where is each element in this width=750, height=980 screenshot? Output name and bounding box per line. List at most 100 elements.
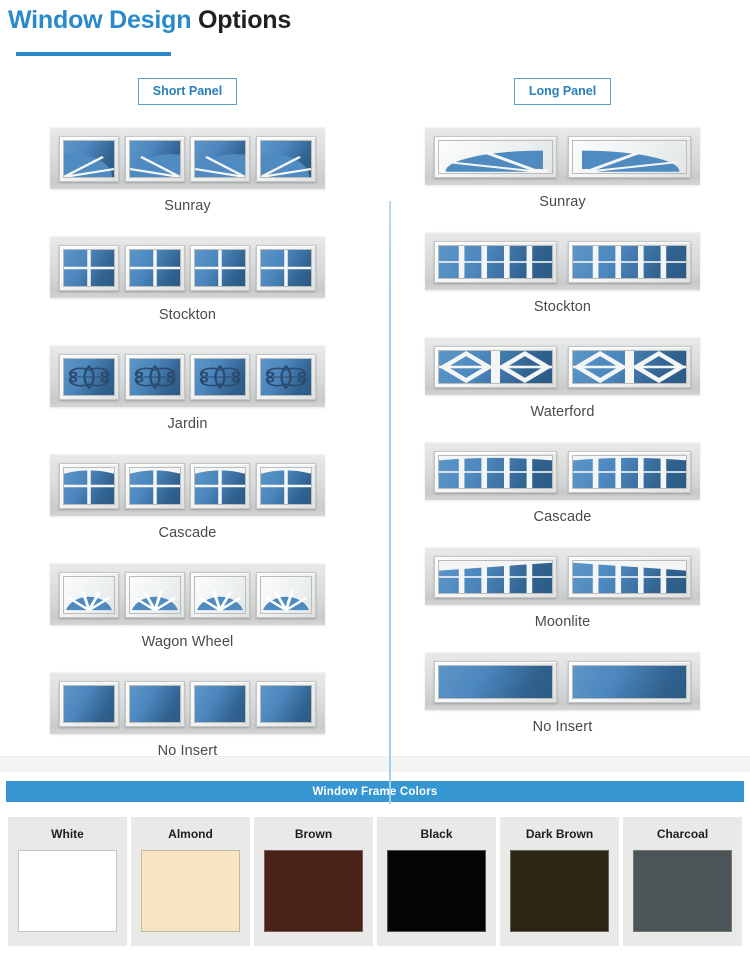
- window-pane: [568, 240, 691, 283]
- color-swatch-chip[interactable]: [264, 850, 363, 932]
- window-glass: [63, 575, 115, 614]
- design-label: No Insert: [157, 743, 218, 759]
- window-glass: [194, 684, 247, 723]
- door-panel-preview: [425, 442, 700, 500]
- color-swatch-label: Charcoal: [656, 827, 709, 841]
- design-option[interactable]: Cascade: [0, 454, 375, 541]
- window-pane: [124, 462, 185, 509]
- window-glass: [63, 139, 115, 178]
- window-glass: [128, 248, 181, 287]
- color-swatch-chip[interactable]: [18, 850, 117, 932]
- window-pane: [124, 571, 185, 618]
- design-option[interactable]: No Insert: [375, 652, 750, 735]
- window-pane: [124, 680, 185, 727]
- panel-header-short: Short Panel: [0, 78, 375, 105]
- color-swatch-cell[interactable]: Almond: [131, 817, 250, 946]
- page-header: Window Design Options: [0, 0, 750, 56]
- design-option[interactable]: Waterford: [375, 337, 750, 420]
- window-pane: [255, 571, 316, 618]
- window-glass: [259, 139, 312, 178]
- color-swatch-cell[interactable]: Brown: [254, 817, 373, 946]
- window-glass: [194, 466, 247, 505]
- design-label: Jardin: [167, 416, 208, 432]
- window-glass: [63, 466, 115, 505]
- page-title: Window Design Options: [8, 6, 750, 35]
- design-label: Sunray: [539, 194, 586, 210]
- column-divider: [389, 201, 391, 804]
- panel-badge-long[interactable]: Long Panel: [513, 78, 612, 105]
- frame-colors-heading: Window Frame Colors: [6, 781, 744, 802]
- design-option[interactable]: Stockton: [375, 232, 750, 315]
- frame-colors-section: Window Frame Colors White Almond Brown Blac…: [0, 756, 750, 946]
- window-pane: [59, 353, 119, 400]
- color-swatch-label: Dark Brown: [525, 827, 594, 841]
- color-swatch-chip[interactable]: [141, 850, 240, 932]
- window-glass: [194, 575, 247, 614]
- window-pane: [190, 571, 251, 618]
- window-pane: [568, 345, 691, 388]
- color-swatch-label: White: [51, 827, 84, 841]
- window-pane: [434, 345, 557, 388]
- window-pane: [59, 571, 119, 618]
- color-swatch-cell[interactable]: Dark Brown: [500, 817, 619, 946]
- window-glass: [572, 559, 687, 594]
- design-option[interactable]: No Insert: [0, 672, 375, 759]
- window-pane: [190, 462, 251, 509]
- color-swatch-label: Brown: [294, 827, 333, 841]
- color-swatch-chip[interactable]: [387, 850, 486, 932]
- design-label: Sunray: [164, 198, 211, 214]
- design-option[interactable]: Stockton: [0, 236, 375, 323]
- window-pane: [59, 680, 119, 727]
- window-pane: [124, 135, 185, 182]
- design-option[interactable]: Sunray: [375, 127, 750, 210]
- color-swatch-chip[interactable]: [510, 850, 609, 932]
- panel-header-long: Long Panel: [375, 78, 750, 105]
- window-pane: [568, 135, 691, 178]
- window-glass: [128, 139, 181, 178]
- window-glass: [259, 684, 312, 723]
- design-label: Waterford: [530, 404, 595, 420]
- color-swatch-cell[interactable]: White: [8, 817, 127, 946]
- window-pane: [190, 244, 251, 291]
- color-swatch-cell[interactable]: Black: [377, 817, 496, 946]
- design-option[interactable]: Cascade: [375, 442, 750, 525]
- window-pane: [434, 240, 557, 283]
- window-glass: [438, 244, 553, 279]
- page-title-primary: Window Design: [8, 6, 192, 34]
- design-option[interactable]: Sunray: [0, 127, 375, 214]
- panel-badge-short[interactable]: Short Panel: [137, 78, 238, 105]
- window-pane: [124, 353, 185, 400]
- design-option[interactable]: Wagon Wheel: [0, 563, 375, 650]
- window-glass: [128, 575, 181, 614]
- window-pane: [434, 135, 557, 178]
- door-panel-preview: [425, 547, 700, 605]
- design-option[interactable]: Jardin: [0, 345, 375, 432]
- design-label: Stockton: [158, 307, 217, 323]
- door-panel-preview: [50, 345, 325, 407]
- window-pane: [568, 555, 691, 598]
- window-glass: [63, 357, 115, 396]
- window-glass: [572, 349, 687, 384]
- window-glass: [194, 357, 247, 396]
- color-swatch-cell[interactable]: Charcoal: [623, 817, 742, 946]
- door-panel-preview: [425, 127, 700, 185]
- window-pane: [59, 135, 119, 182]
- design-option[interactable]: Moonlite: [375, 547, 750, 630]
- window-pane: [255, 680, 316, 727]
- window-glass: [438, 349, 553, 384]
- color-swatch-chip[interactable]: [633, 850, 732, 932]
- door-panel-preview: [50, 672, 325, 734]
- door-panel-preview: [50, 454, 325, 516]
- window-glass: [128, 357, 181, 396]
- color-swatch-label: Almond: [168, 827, 213, 841]
- window-pane: [568, 450, 691, 493]
- window-glass: [572, 139, 687, 174]
- window-glass: [259, 575, 312, 614]
- window-glass: [259, 248, 312, 287]
- door-panel-preview: [50, 127, 325, 189]
- window-pane: [434, 555, 557, 598]
- window-glass: [259, 357, 312, 396]
- design-label: Cascade: [158, 525, 217, 541]
